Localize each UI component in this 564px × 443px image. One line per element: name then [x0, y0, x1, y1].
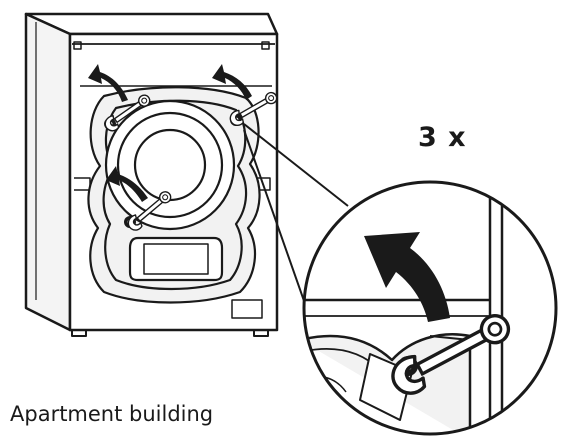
curved-arrow-icon [106, 166, 148, 202]
curved-arrow-icon [212, 64, 252, 100]
repeat-count-label: 3 x [418, 122, 467, 153]
rear-panel-outline [87, 86, 261, 304]
zoom-detail-circle [302, 180, 558, 436]
curved-arrow-icon [88, 64, 128, 102]
curved-arrow-icon [364, 232, 450, 322]
caption: Apartment building [10, 402, 214, 426]
